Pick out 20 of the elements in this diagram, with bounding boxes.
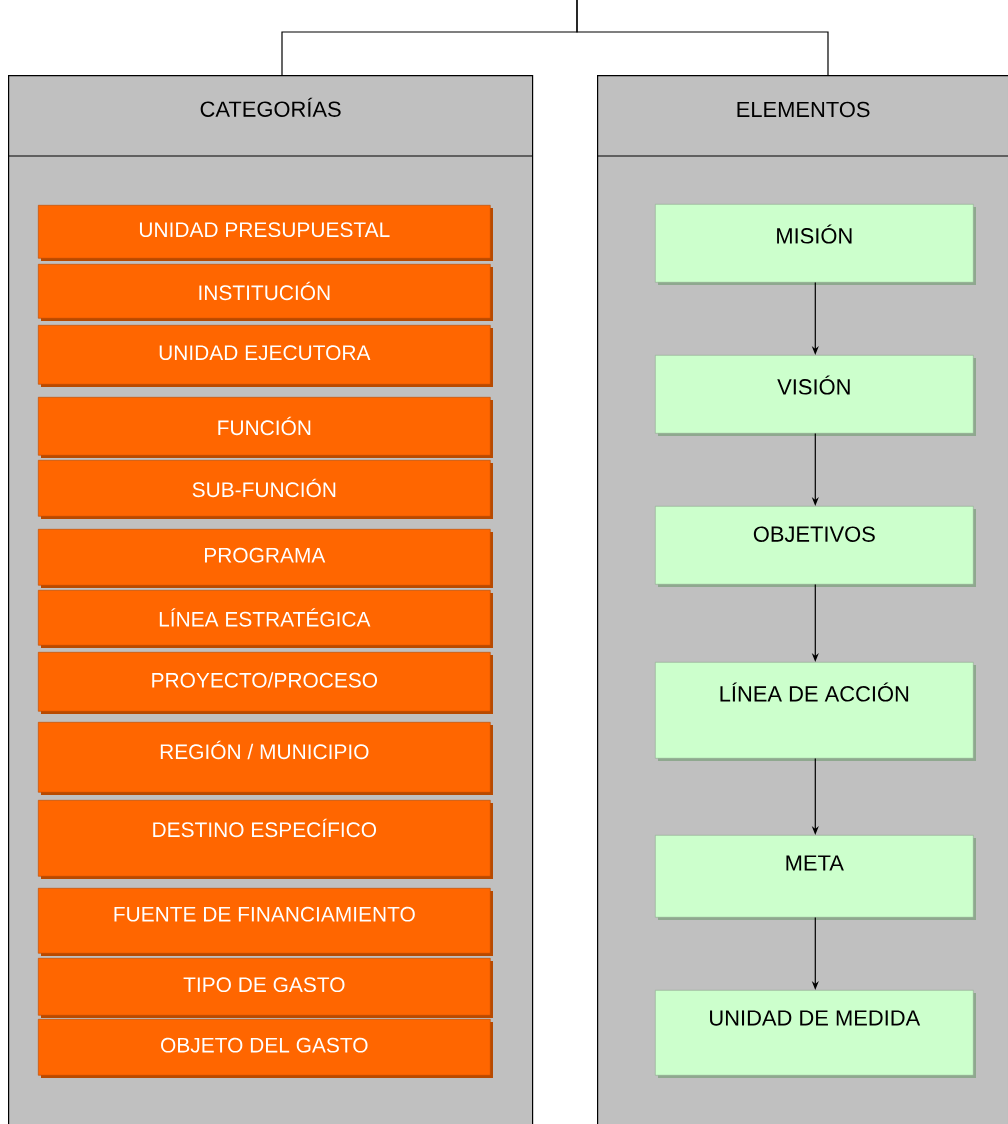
category-box: DESTINO ESPECÍFICO	[38, 800, 493, 879]
element-box: UNIDAD DE MEDIDA	[655, 990, 976, 1078]
element-box: VISIÓN	[655, 355, 976, 436]
category-box: FUNCIÓN	[38, 397, 493, 458]
category-box: INSTITUCIÓN	[38, 264, 493, 321]
element-box: LÍNEA DE ACCIÓN	[655, 662, 976, 761]
connector-line	[576, 0, 829, 76]
category-box: SUB-FUNCIÓN	[38, 460, 493, 519]
category-box: UNIDAD PRESUPUESTAL	[38, 205, 493, 261]
category-box: OBJETO DEL GASTO	[38, 1019, 493, 1078]
category-box: PROYECTO/PROCESO	[38, 652, 493, 714]
category-box: LÍNEA ESTRATÉGICA	[38, 590, 493, 648]
element-box: OBJETIVOS	[655, 506, 976, 587]
category-box: FUENTE DE FINANCIAMIENTO	[38, 888, 493, 956]
element-box: MISIÓN	[655, 204, 976, 285]
category-box: TIPO DE GASTO	[38, 958, 493, 1018]
category-box: PROGRAMA	[38, 529, 493, 588]
category-box: REGIÓN / MUNICIPIO	[38, 722, 493, 795]
element-box: META	[655, 835, 976, 920]
category-box: UNIDAD EJECUTORA	[38, 325, 493, 387]
